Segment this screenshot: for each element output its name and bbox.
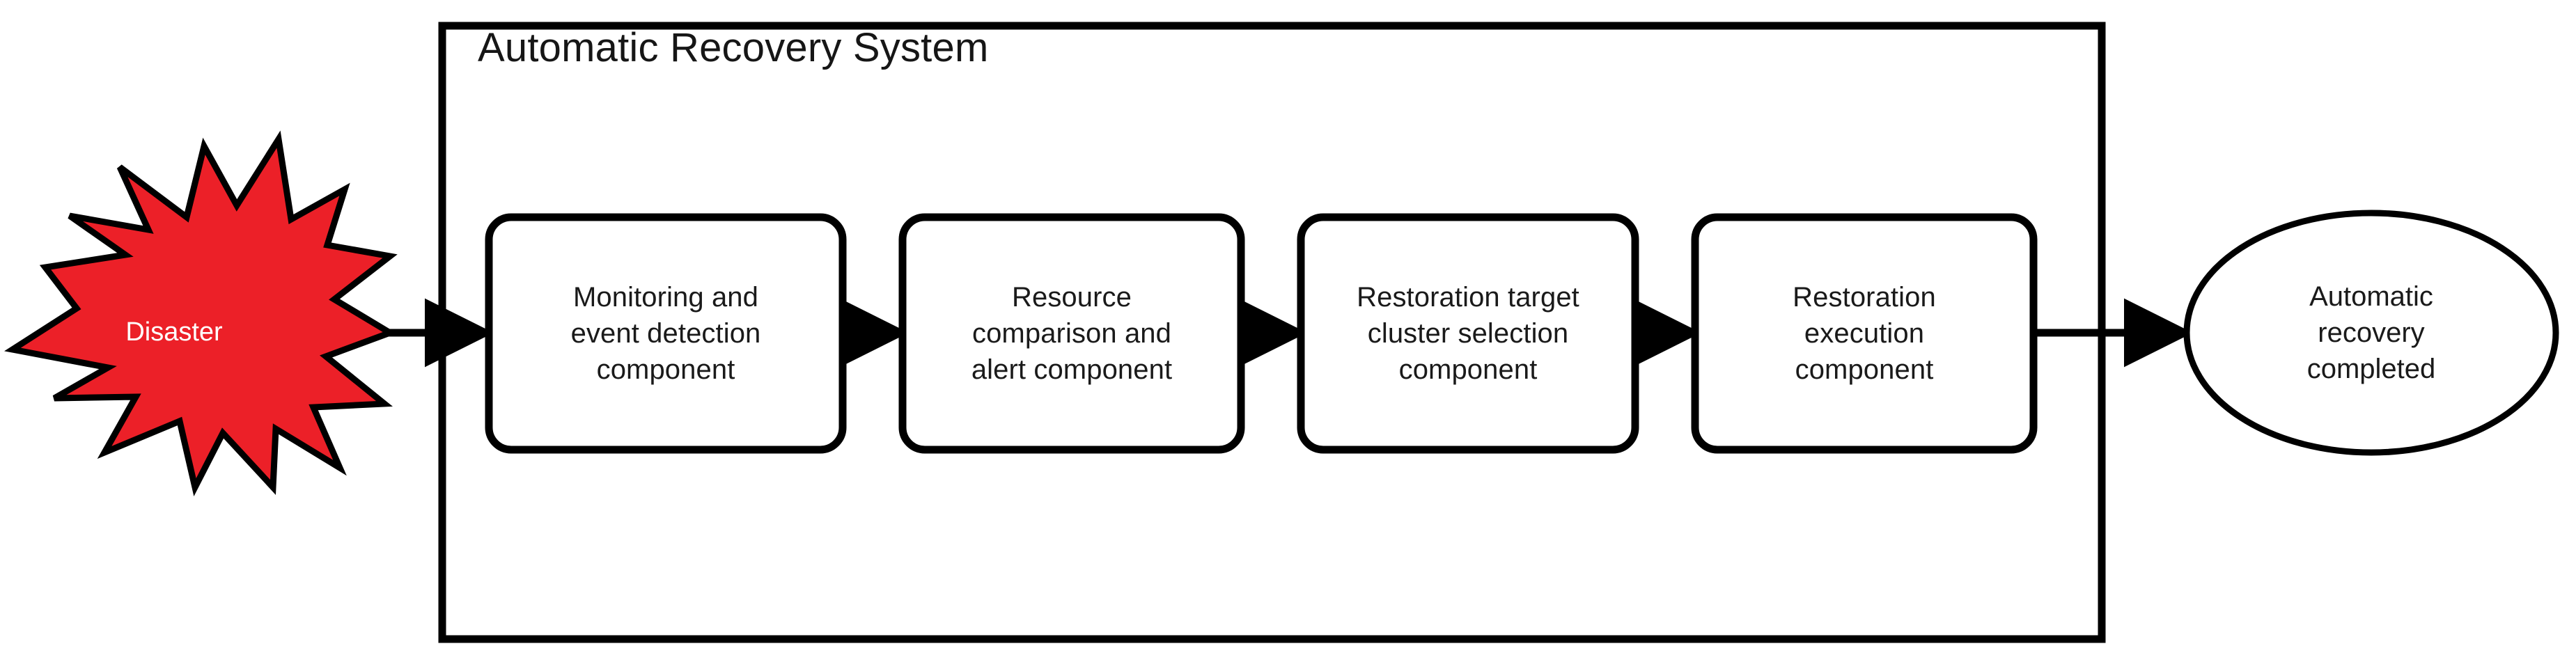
step-3-box[interactable] xyxy=(1297,213,1639,454)
step-2-box[interactable] xyxy=(898,213,1245,454)
disaster-starburst-shape[interactable] xyxy=(4,130,398,496)
step-1-box[interactable] xyxy=(485,213,847,454)
outcome-ellipse[interactable] xyxy=(2183,210,2559,456)
system-container-title: Automatic Recovery System xyxy=(478,25,989,70)
step-4-box[interactable] xyxy=(1691,213,2038,454)
